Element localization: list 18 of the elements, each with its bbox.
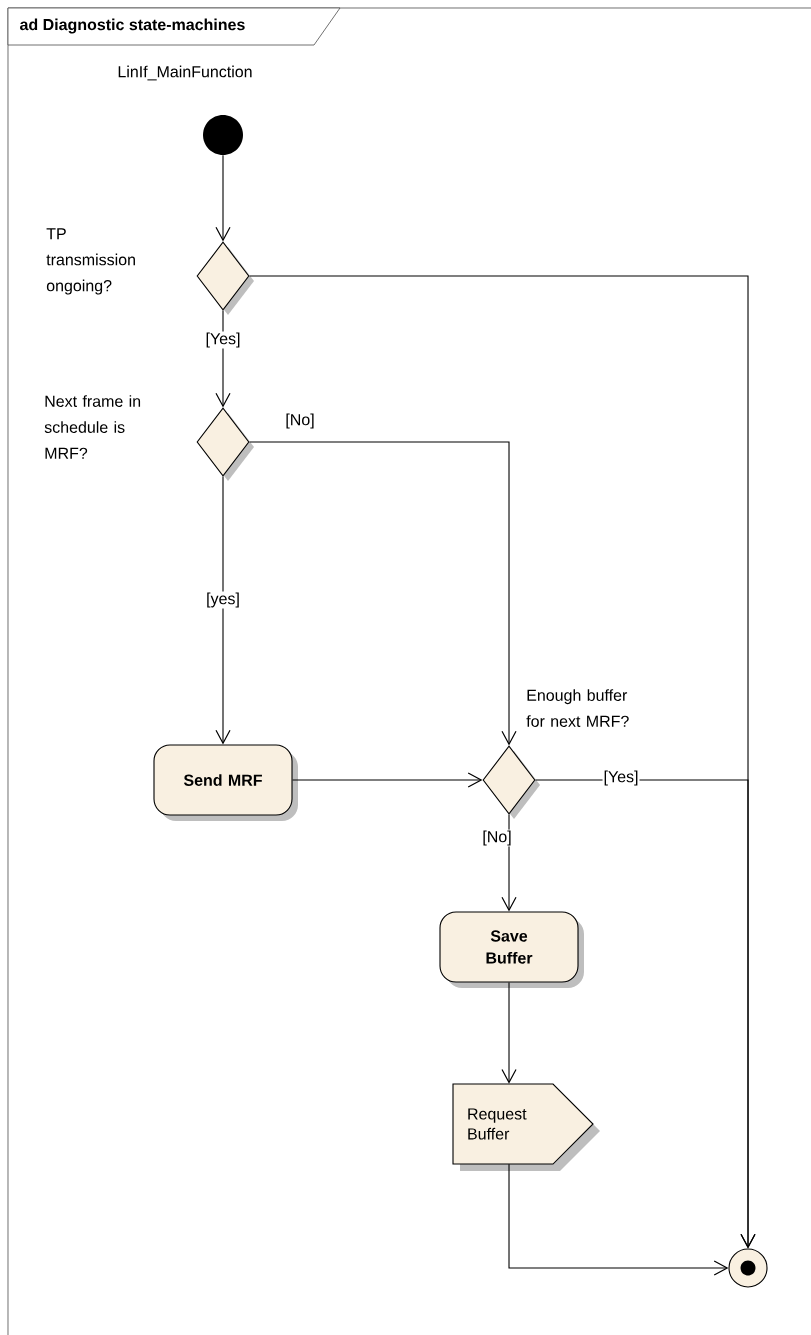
initial-node (203, 115, 243, 155)
frame-title: ad Diagnostic state-machines (7, 7, 341, 46)
edge-label: [Yes] (206, 332, 240, 348)
decision-diamond (196, 407, 254, 481)
final-node (728, 1248, 768, 1288)
condition-label: TP transmission ongoing? (46, 228, 135, 295)
activity-name: LinIf_MainFunction (118, 65, 252, 81)
condition-label: Next frame in schedule is MRF? (44, 395, 141, 459)
action-box: Send MRF (153, 744, 298, 821)
edge-label: [No] (286, 413, 314, 429)
edge-label: [yes] (207, 592, 239, 608)
decision-diamond (482, 745, 540, 819)
edge-label: [No] (483, 830, 511, 846)
action-box: Save Buffer (439, 911, 584, 988)
decision-diamond (196, 241, 254, 315)
edge-label: [Yes] (604, 770, 638, 786)
send-signal-box: Request Buffer (452, 1083, 600, 1171)
condition-label: Enough buffer for next MRF? (526, 689, 629, 727)
